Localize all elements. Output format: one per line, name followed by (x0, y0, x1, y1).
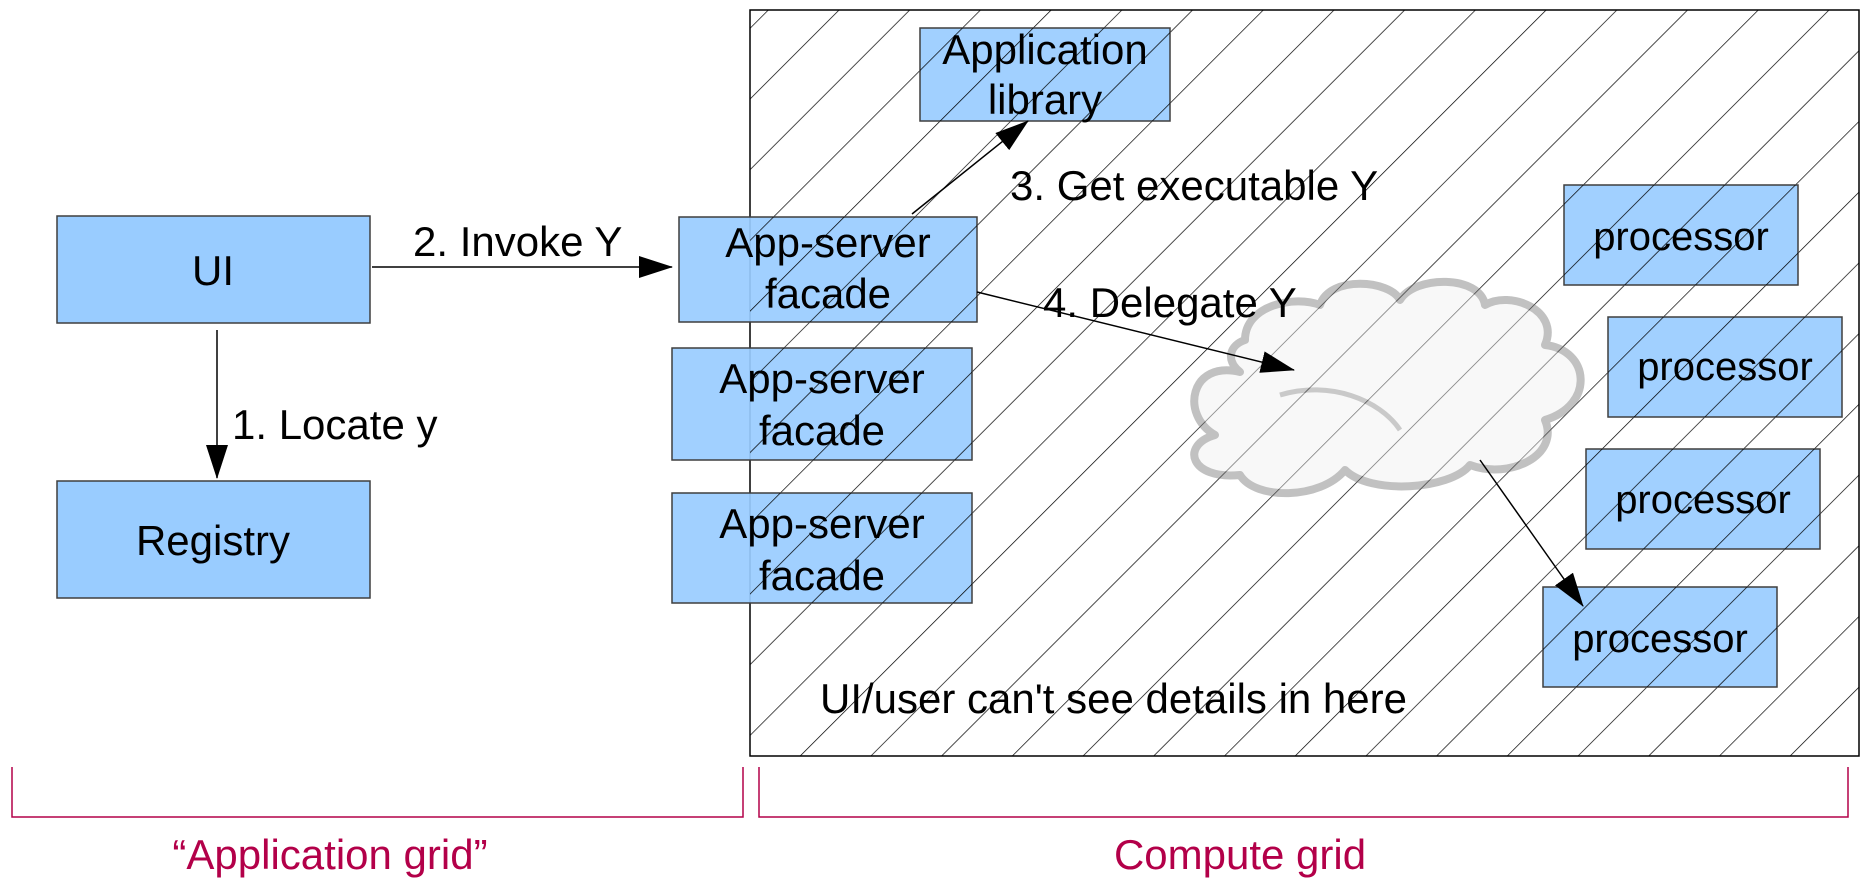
application-library-label-line1: Application (942, 26, 1147, 73)
facade-3-label-line1: App-server (719, 500, 924, 547)
application-library-node: Application library (919, 26, 1171, 123)
edge-invoke-label: 2. Invoke Y (413, 218, 622, 265)
edge-get-executable: 3. Get executable Y (911, 120, 1378, 215)
compute-grid-brace: Compute grid (758, 767, 1849, 878)
edge-delegate: 4. Delegate Y (976, 279, 1297, 373)
edge-delegate-to-processor (1479, 459, 1584, 607)
processor-node-4: processor (1542, 586, 1778, 688)
edge-delegate-label: 4. Delegate Y (1043, 279, 1297, 326)
facade-2-label-line2: facade (759, 407, 885, 454)
ui-node: UI (56, 215, 371, 324)
registry-node: Registry (56, 480, 371, 599)
facade-2-label-line1: App-server (719, 355, 924, 402)
edge-locate-label: 1. Locate y (232, 401, 437, 448)
registry-label: Registry (136, 517, 290, 564)
processor-node-2: processor (1607, 316, 1843, 418)
processor-node-3: processor (1585, 448, 1821, 550)
app-server-facade-node-3: App-server facade (671, 492, 973, 604)
facade-1-label-line2: facade (765, 270, 891, 317)
facade-3-label-line2: facade (759, 552, 885, 599)
app-server-facade-node-2: App-server facade (671, 347, 973, 461)
cloud-icon (1190, 277, 1585, 498)
application-library-label-line2: library (988, 76, 1102, 123)
processor-1-label: processor (1593, 215, 1769, 259)
edge-get-executable-label: 3. Get executable Y (1010, 162, 1378, 209)
hidden-details-note: UI/user can't see details in here (820, 675, 1407, 722)
processor-4-label: processor (1572, 617, 1748, 661)
processor-node-1: processor (1563, 184, 1799, 286)
processor-2-label: processor (1637, 345, 1813, 389)
edge-invoke: 2. Invoke Y (372, 218, 673, 278)
application-grid-label: “Application grid” (172, 831, 487, 878)
facade-1-label-line1: App-server (725, 219, 930, 266)
edge-locate: 1. Locate y (206, 330, 437, 479)
ui-label: UI (192, 247, 234, 294)
app-server-facade-node-1: App-server facade (678, 216, 978, 323)
compute-grid-label: Compute grid (1114, 831, 1366, 878)
processor-3-label: processor (1615, 478, 1791, 522)
application-grid-brace: “Application grid” (11, 767, 744, 878)
